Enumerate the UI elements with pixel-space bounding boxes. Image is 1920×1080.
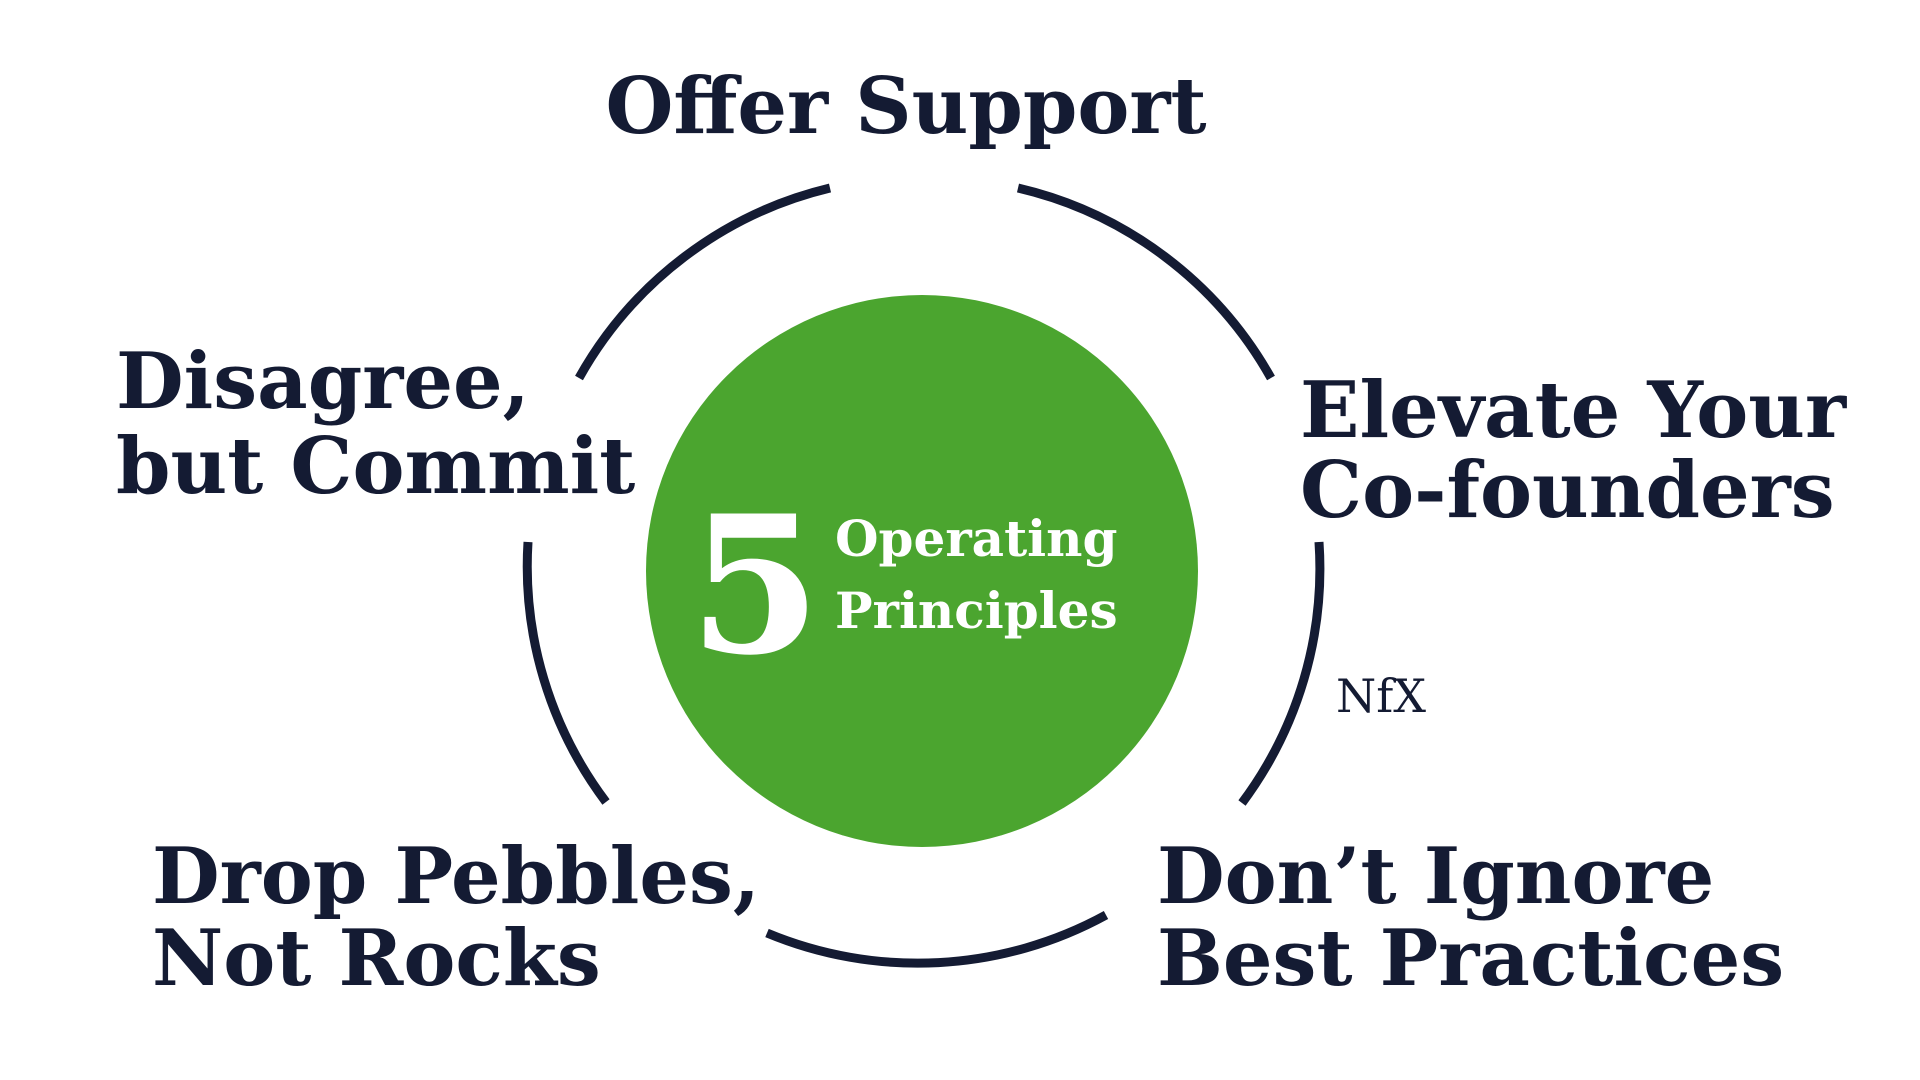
principle-disagree-commit-line2: but Commit <box>116 421 635 512</box>
principle-disagree-commit: Disagree, but Commit <box>116 336 635 512</box>
principle-best-practices-line2: Best Practices <box>1157 913 1784 1004</box>
principle-elevate-cofounders: Elevate Your Co-founders <box>1300 365 1873 536</box>
principle-elevate-cofounders-line2: Co-founders <box>1300 445 1835 536</box>
principle-drop-pebbles-line2: Not Rocks <box>152 913 601 1004</box>
outer-ring <box>522 183 1325 968</box>
principle-disagree-commit-line1: Disagree, <box>116 336 530 427</box>
principle-best-practices-line1: Don’t Ignore <box>1157 831 1714 922</box>
center-disc <box>646 295 1198 847</box>
center-title-line1: Operating <box>835 509 1117 568</box>
principle-drop-pebbles: Drop Pebbles, Not Rocks <box>152 831 787 1004</box>
principle-offer-support-line1: Offer Support <box>605 61 1206 152</box>
center-title-line2: Principles <box>835 581 1118 640</box>
ring-arc-bottom <box>765 911 1109 968</box>
center-number: 5 <box>689 474 821 697</box>
ring-arc-top-right <box>1016 183 1275 381</box>
ring-arc-left <box>522 541 610 805</box>
principle-drop-pebbles-line1: Drop Pebbles, <box>152 831 760 922</box>
principle-best-practices: Don’t Ignore Best Practices <box>1157 831 1784 1004</box>
ring-arc-right <box>1238 541 1325 806</box>
nfx-logo: NfX <box>1336 669 1426 723</box>
ring-arc-top <box>575 183 832 381</box>
principle-elevate-cofounders-line1: Elevate Your <box>1300 365 1847 456</box>
principle-offer-support: Offer Support <box>605 61 1206 152</box>
